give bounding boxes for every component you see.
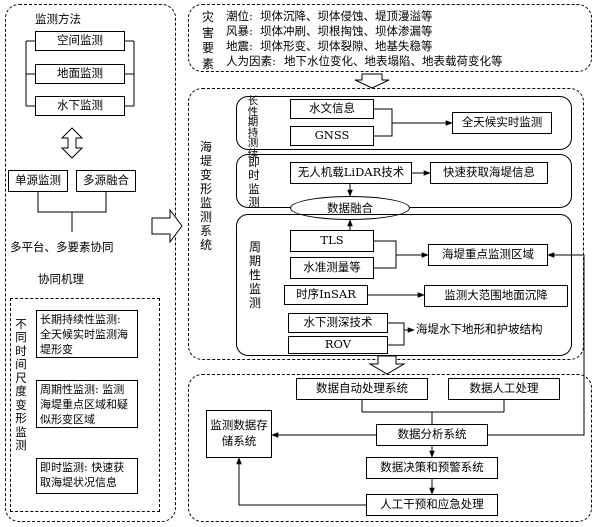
key-monitoring-area-box: 海堤重点监测区域: [428, 244, 548, 266]
hazard-storm-value: 坝体冲刷、坝根掏蚀、坝体渗漏等: [260, 24, 433, 38]
all-weather-monitoring-box: 全天候实时监测: [452, 112, 552, 134]
rov-box: ROV: [288, 336, 388, 354]
system-label: 海堤变形监测系统: [199, 140, 212, 253]
timescale-label: 不同时间尺度变形监测: [15, 317, 27, 453]
uav-lidar-box: 无人机载LiDAR技术: [290, 162, 412, 184]
analysis-box: 数据分析系统: [376, 424, 488, 446]
land-subsidence-box: 监测大范围地面沉降: [424, 285, 568, 307]
hazards-label: 灾害要素: [201, 10, 214, 71]
single-source-box: 单源监测: [8, 170, 68, 192]
insar-box: 时序InSAR: [284, 285, 368, 305]
multi-source-box: 多源融合: [76, 170, 136, 192]
bathymetry-box: 水下测深技术: [288, 313, 388, 333]
gnss-box: GNSS: [290, 126, 374, 146]
hydro-info-box: 水文信息: [290, 99, 374, 119]
method-underwater-monitoring: 水下监测: [35, 96, 125, 116]
method-space-monitoring: 空间监测: [35, 31, 125, 51]
left-panel: [5, 4, 176, 522]
hazard-human-value: 地下水位变化、地表塌陷、地表载荷变化等: [284, 54, 503, 68]
mechanism-label: 协同机理: [38, 272, 84, 286]
quick-dike-info-box: 快速获取海堤信息: [430, 162, 548, 184]
methods-title: 监测方法: [35, 12, 81, 26]
timescale-periodic: 周期性监测: 监测海堤重点区域和疑似形变区域: [36, 380, 138, 428]
auto-processing-box: 数据自动处理系统: [296, 378, 428, 400]
hazard-quake-key: 地震:: [226, 39, 253, 53]
method-ground-monitoring: 地面监测: [35, 64, 125, 84]
manual-processing-box: 数据人工处理: [448, 378, 560, 400]
hazard-quake-value: 坝体形变、坝体裂隙、地基失稳等: [260, 39, 433, 53]
decision-warning-box: 数据决策和预警系统: [366, 457, 498, 479]
tls-box: TLS: [290, 230, 374, 252]
timescale-long-term: 长期持续性监测: 全天候实时监测海堤形变: [36, 310, 138, 358]
timescale-instant: 即时监测: 快速获取海堤状况信息: [36, 458, 138, 494]
instant-label: 即时监测: [248, 155, 260, 210]
processing-panel: [188, 374, 592, 522]
hazard-human-key: 人为因素:: [226, 54, 276, 68]
hazard-tide-key: 潮位:: [226, 9, 253, 23]
hazard-tide-value: 坝体沉降、坝体侵蚀、堤顶漫溢等: [260, 9, 433, 23]
long-term-label: 长性期持测续: [247, 95, 259, 160]
leveling-box: 水准测量等: [290, 257, 374, 279]
multi-platform-text: 多平台、多要素协同: [10, 240, 114, 254]
underwater-terrain-text: 海堤水下地形和护坡结构: [416, 322, 543, 336]
hazards-panel: [188, 4, 592, 72]
periodic-group: [236, 214, 572, 356]
timescale-panel: [10, 298, 160, 512]
hazard-storm-key: 风暴:: [226, 24, 253, 38]
long-term-group: [236, 96, 572, 150]
periodic-label: 周期性监测: [248, 240, 261, 311]
